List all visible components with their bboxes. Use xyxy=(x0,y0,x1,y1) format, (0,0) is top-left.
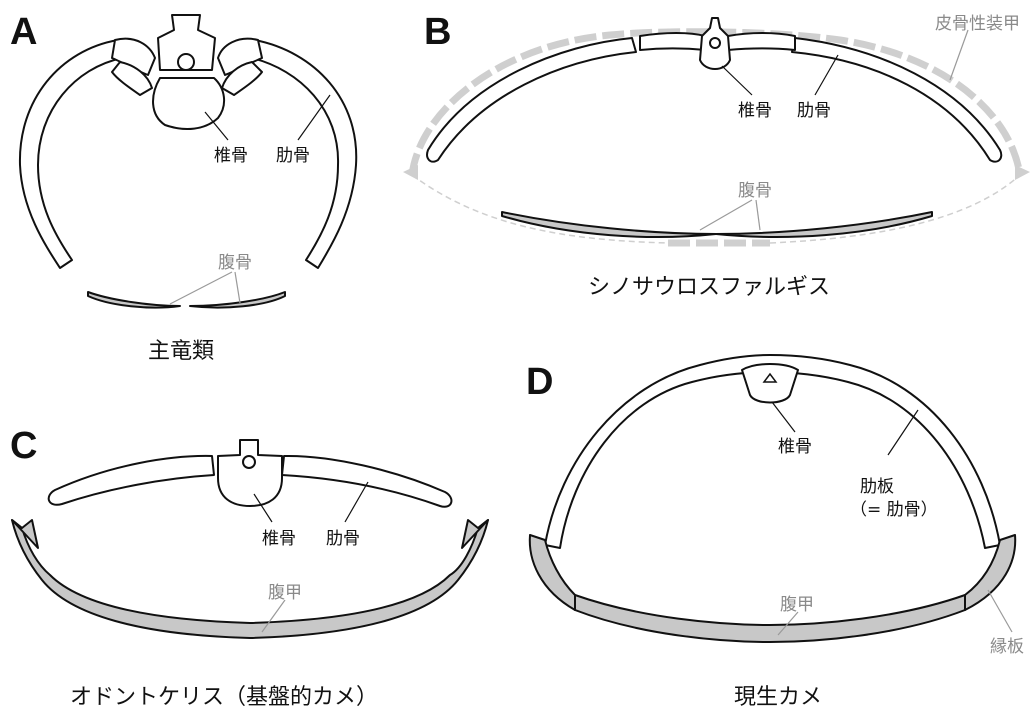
panel-b-right-process xyxy=(728,33,795,50)
panel-b-body-outline xyxy=(412,175,1020,243)
panel-d-caption: 現生カメ xyxy=(734,685,822,710)
panel-b-armor-leader xyxy=(950,30,968,80)
panel-a-gastralia-leader1 xyxy=(170,272,232,304)
panel-d-plastron xyxy=(575,595,965,642)
panel-a-letter: A xyxy=(10,11,37,53)
panel-b-caption: シノサウロスファルギス xyxy=(588,275,830,300)
panel-b-vertebra-leader xyxy=(722,66,752,95)
panel-b-gastralia-left xyxy=(502,212,716,237)
panel-a-caption: 主竜類 xyxy=(148,339,214,364)
panel-c-rib-label: 肋骨 xyxy=(326,529,360,549)
panel-b-gastralia-right xyxy=(716,212,932,237)
panel-b-rib-leader xyxy=(815,55,838,95)
panel-d: D 椎骨 肋板 （= 肋骨） 腹甲 縁板 現生カメ xyxy=(526,355,1024,710)
panel-d-costal-note: （= 肋骨） xyxy=(850,500,938,520)
panel-d-marginal-label: 縁板 xyxy=(990,637,1024,657)
panel-a-left-rib xyxy=(20,40,122,268)
panel-b: B 椎骨 肋骨 皮骨性装甲 腹骨 シノサウロスファルギス xyxy=(403,11,1030,300)
panel-b-neural-canal xyxy=(710,38,720,48)
panel-a-neural-canal xyxy=(178,54,194,70)
panel-b-vertebra-label: 椎骨 xyxy=(738,101,772,121)
panel-a-gastralia-label: 腹骨 xyxy=(218,253,252,273)
panel-c-caption: オドントケリス（基盤的カメ） xyxy=(70,685,378,710)
panel-c-letter: C xyxy=(10,425,37,467)
panel-a-gastralia-leader2 xyxy=(235,272,240,303)
panel-b-gastralia-leader2 xyxy=(756,200,760,230)
panel-d-plastron-label: 腹甲 xyxy=(780,595,814,615)
panel-b-armor-label: 皮骨性装甲 xyxy=(935,14,1020,34)
panel-c-vertebra xyxy=(218,440,282,506)
panel-d-letter: D xyxy=(526,361,553,403)
panel-d-vertebra-leader xyxy=(772,402,795,432)
panel-d-vertebra xyxy=(742,364,798,403)
panel-c-neural-canal xyxy=(243,456,255,468)
panel-a-rib-label: 肋骨 xyxy=(276,146,310,166)
panel-a: A 椎骨 肋骨 腹骨 主竜類 xyxy=(10,11,356,364)
panel-b-rib-label: 肋骨 xyxy=(797,101,831,121)
panel-b-letter: B xyxy=(424,11,451,53)
panel-c-rib-leader xyxy=(345,482,368,522)
panel-c-left-rib xyxy=(49,456,214,505)
panel-c: C 椎骨 肋骨 腹甲 オドントケリス（基盤的カメ） xyxy=(10,425,488,710)
panel-b-gastralia-label: 腹骨 xyxy=(738,181,772,201)
panel-a-rib-leader xyxy=(298,95,330,140)
panel-d-vertebra-label: 椎骨 xyxy=(778,437,812,457)
panel-c-plastron xyxy=(12,520,488,638)
panel-a-gastralia-right xyxy=(190,292,285,308)
panel-b-left-process xyxy=(640,33,706,50)
panel-a-gastralia-left xyxy=(88,292,180,308)
panel-a-vertebra-label: 椎骨 xyxy=(214,146,248,166)
panel-c-plastron-label: 腹甲 xyxy=(268,583,302,603)
panel-d-costal-leader xyxy=(888,410,918,455)
panel-b-armor-spike-right xyxy=(1015,165,1030,180)
panel-b-gastralia-leader1 xyxy=(700,200,752,230)
panel-c-right-rib xyxy=(282,456,451,507)
panel-c-vertebra-label: 椎骨 xyxy=(262,529,296,549)
panel-d-costal-label: 肋板 xyxy=(860,477,894,497)
panel-d-marginal-leader xyxy=(988,590,1012,632)
